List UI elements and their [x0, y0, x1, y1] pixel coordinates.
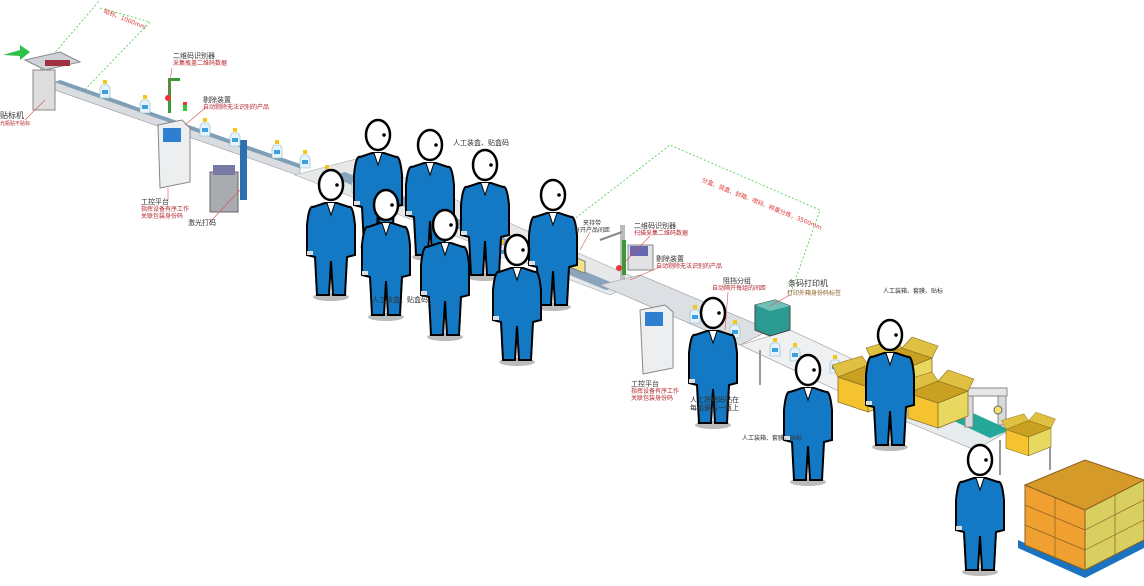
- barcode-printer: [754, 299, 791, 337]
- manual-label-line1: 人工把箱码贴在: [690, 396, 739, 404]
- manual-case-bottom-label: 人工装箱、套膜、贴标: [742, 435, 803, 442]
- reject-1-label: 剔除装置: [203, 96, 231, 104]
- ipc-1-note2: 关联包装身份码: [141, 213, 184, 220]
- qr-reader-1: [165, 78, 187, 113]
- labeler-machine: [3, 45, 82, 111]
- qr-reader-1-note: 采集瓶盖二维码数据: [173, 60, 228, 67]
- industrial-pc-2: [639, 304, 674, 375]
- leader-lines: [24, 67, 791, 331]
- input-arrow-icon: [3, 45, 30, 60]
- labeler-label: 贴标机: [0, 111, 24, 120]
- dimension-guides: [39, 0, 821, 296]
- laser-coder: [209, 140, 247, 213]
- clamp-note: 分开产品间距: [574, 227, 611, 234]
- qr-reader-1-label: 二维码识别器: [173, 52, 215, 60]
- qr-reader-2-label: 二维码识别器: [634, 222, 676, 230]
- ipc-2-note1: 指挥设备有序工作: [631, 388, 680, 395]
- ipc-1-label: 工控平台: [141, 198, 169, 206]
- worker: [954, 443, 1006, 578]
- laser-label: 激光打码: [188, 219, 216, 227]
- manual-case-right-label: 人工装箱、套膜、贴标: [883, 288, 944, 295]
- ipc-2-note2: 关联包装身份码: [631, 395, 674, 402]
- worker: [404, 128, 456, 263]
- manual-box-top-label: 人工装盒、贴盒码: [453, 139, 509, 147]
- ipc-2-label: 工控平台: [631, 380, 659, 388]
- reject-1-note: 自动剔除无法识别的产品: [203, 104, 270, 111]
- qr-reader-2-note: 扫描采集二维码数据: [634, 230, 689, 237]
- manual-box-bottom-label: 人工装盒、贴盒码: [372, 296, 428, 304]
- reject-2-label: 剔除装置: [656, 255, 684, 263]
- worker: [864, 318, 916, 453]
- grouping-label: 阻挡分组: [723, 277, 751, 285]
- manual-label-line2: 每组最后一瓶上: [690, 404, 739, 412]
- grouping-note: 自动隔开每组的间距: [712, 285, 767, 292]
- printer-label: 条码打印机: [788, 279, 828, 288]
- labeler-note: 光瓶贴不贴标: [0, 121, 31, 127]
- clamp-label: 夹持带: [583, 220, 602, 227]
- reject-2-note: 自动剔除无法识别的产品: [656, 263, 723, 270]
- printer-note: 打印外箱身份码标签: [787, 290, 842, 297]
- ipc-1-note1: 指挥设备有序工作: [141, 206, 190, 213]
- industrial-pc-1: [157, 119, 191, 189]
- pallet-stack: [1018, 459, 1144, 578]
